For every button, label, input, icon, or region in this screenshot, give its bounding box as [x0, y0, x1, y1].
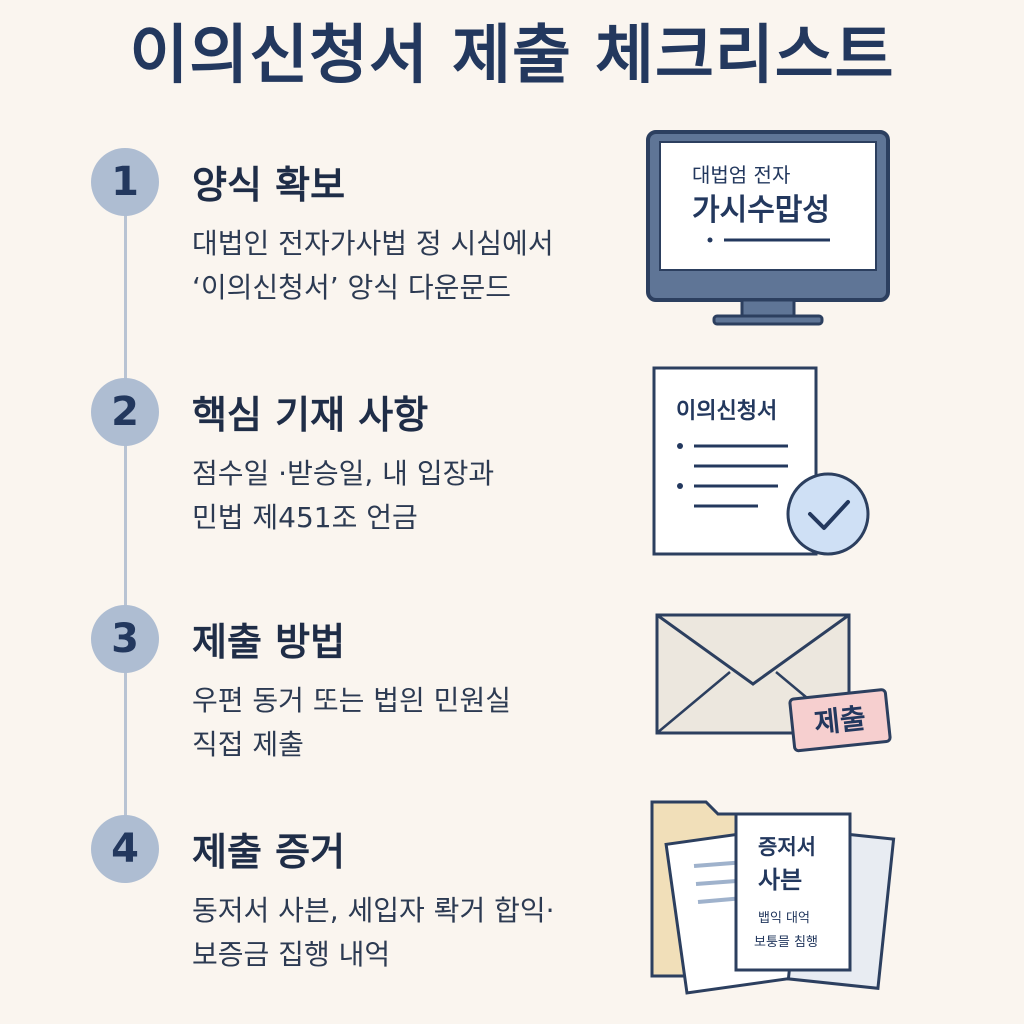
card-text: 보퉁믈 침행	[754, 934, 818, 950]
step-description: 동저서 사븐, 세입자 롹거 합익· 보증금 집행 내억	[192, 889, 612, 977]
check-circle-icon	[786, 472, 870, 556]
card-text: 증저서	[758, 835, 816, 859]
monitor-icon: 대법엄 전자 가시수맙성	[646, 130, 890, 326]
step-title: 제출 방법	[192, 620, 346, 664]
bullet-dot	[677, 443, 683, 449]
step-number-badge: 1	[91, 148, 159, 216]
monitor-text-line1: 대법엄 전자	[692, 163, 790, 187]
document-title: 이의신청서	[676, 399, 777, 424]
step-title: 제출 증거	[192, 830, 346, 874]
timeline-line	[124, 180, 127, 840]
step-desc-line: 동저서 사븐, 세입자 롹거 합익·	[192, 894, 555, 927]
step-description: 점수일 ·받승일, 내 입장과 민법 제451조 언금	[192, 452, 612, 540]
step-description: 우편 동거 또는 법읜 민원실 직접 제출	[192, 679, 612, 767]
submit-stamp: 제출	[788, 688, 892, 753]
step-desc-line: 점수일 ·받승일, 내 입장과	[192, 457, 495, 490]
step-desc-line: 우편 동거 또는 법읜 민원실	[192, 684, 511, 717]
step-4: 4 제출 증거 동저서 사븐, 세입자 롹거 합익· 보증금 집행 내억	[0, 815, 1024, 1015]
checkmark-icon	[808, 500, 850, 530]
step-desc-line: 대법인 전자가사법 정 시심에서	[192, 227, 554, 260]
step-description: 대법인 전자가사법 정 시심에서 ‘이의신청서’ 앙식 다운문드	[192, 222, 612, 310]
step-desc-line: 직접 제출	[192, 728, 304, 761]
step-desc-line: 민법 제451조 언금	[192, 501, 418, 534]
certificate-card	[734, 812, 852, 972]
step-number-badge: 2	[91, 378, 159, 446]
papers-icon: 증저서 사븐 뱁익 대억 보퉁믈 침행	[650, 800, 896, 995]
envelope-fold	[656, 671, 731, 734]
bullet-dot	[677, 483, 683, 489]
bullet-dot	[707, 237, 713, 243]
step-number-badge: 3	[91, 605, 159, 673]
stamp-text: 제출	[813, 702, 868, 740]
monitor-screen	[659, 141, 877, 271]
card-text: 사븐	[758, 866, 802, 894]
step-desc-line: 보증금 집행 내억	[192, 938, 391, 971]
stamp-box	[788, 688, 892, 753]
step-number-badge: 4	[91, 815, 159, 883]
document-check-icon: 이의신청서	[652, 366, 870, 556]
step-1: 1 양식 확보 대법인 전자가사법 정 시심에서 ‘이의신청서’ 앙식 다운문드	[0, 148, 1024, 348]
page-title: 이의신청서 제출 체크리스트	[129, 19, 895, 93]
monitor-text-line2: 가시수맙성	[692, 193, 830, 228]
card-text: 뱁익 대억	[758, 911, 810, 926]
step-desc-line: ‘이의신청서’ 앙식 다운문드	[192, 271, 511, 304]
envelope-flap	[656, 613, 850, 686]
envelope-icon: 제출	[655, 613, 892, 753]
step-title: 핵심 기재 사항	[192, 393, 429, 437]
step-title: 양식 확보	[192, 163, 346, 207]
step-3: 3 제출 방법 우편 동거 또는 법읜 민원실 직접 제출	[0, 605, 1024, 805]
monitor-stand	[712, 314, 824, 326]
step-2: 2 핵심 기재 사항 점수일 ·받승일, 내 입장과 민법 제451조 언금	[0, 378, 1024, 578]
